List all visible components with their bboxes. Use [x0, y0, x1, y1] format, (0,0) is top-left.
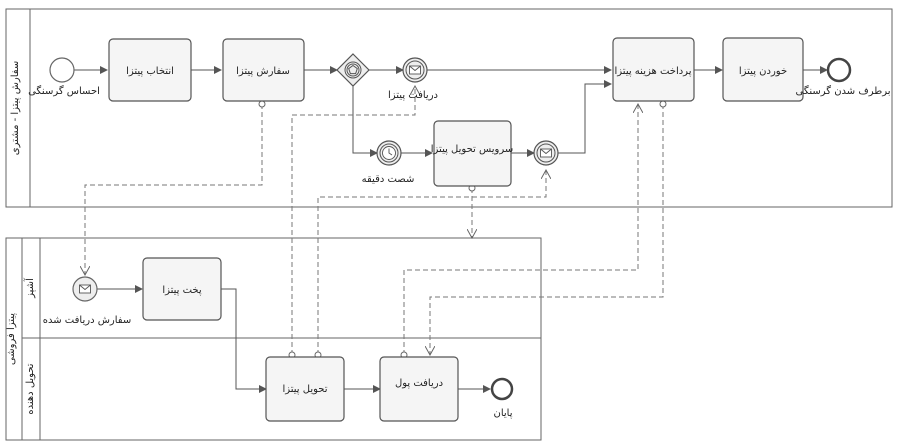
task-eat-pizza: خوردن پیتزا [722, 37, 804, 102]
task-bake-pizza: پخت پیتزا [142, 257, 222, 321]
timer-event-sixty-minutes: شصت دقیقه [362, 140, 415, 185]
msg-pay-to-receive-money [430, 104, 663, 355]
end-event-finish: پایان [490, 377, 514, 419]
pizzeria-pool-label: پیتزا فروشی [6, 313, 17, 365]
start-event-hungry: احساس گرسنگی [28, 57, 100, 97]
envelope-icon [540, 148, 552, 158]
task-pay-pizza: پرداخت هزینه پیتزا [612, 37, 695, 102]
intermediate-event-receive-pizza-label: دریافت پیتزا [388, 90, 438, 101]
start-event-hungry-label: احساس گرسنگی [28, 85, 100, 97]
start-event-order-received: سفارش دریافت شده [43, 276, 131, 326]
pentagon-icon [348, 64, 358, 75]
lane-delivery-label: تحویل دهنده [25, 363, 36, 414]
task-choose-pizza-label: انتخاب پیتزا [126, 66, 174, 77]
envelope-icon [409, 65, 421, 75]
intermediate-event-service-msg [533, 140, 559, 166]
task-pay-pizza-label: پرداخت هزینه پیتزا [615, 66, 692, 77]
task-deliver-pizza-label: تحویل پیتزا [282, 384, 327, 395]
task-order-pizza: سفارش پیتزا [222, 38, 305, 102]
gateway-event-based [336, 53, 370, 87]
message-flows [85, 86, 663, 355]
lane-chef-label: آشپز [23, 277, 36, 299]
customer-pool-label: سفارش پیتزا - مشتری [10, 61, 21, 155]
end-event-finish-label: پایان [493, 408, 512, 419]
task-delivery-service-label: سرویس تحویل پیتزا [431, 144, 514, 155]
task-deliver-pizza: تحویل پیتزا [265, 356, 345, 422]
start-event-order-received-label: سفارش دریافت شده [43, 315, 131, 326]
task-delivery-service: سرویس تحویل پیتزا [431, 120, 514, 187]
timer-event-sixty-minutes-label: شصت دقیقه [362, 174, 415, 185]
msg-order-to-chef [85, 104, 262, 275]
envelope-icon [79, 284, 91, 294]
task-choose-pizza: انتخاب پیتزا [108, 38, 192, 102]
flow-bake-to-deliver [221, 288, 267, 393]
task-order-pizza-label: سفارش پیتزا [236, 66, 290, 77]
clock-icon [382, 146, 396, 160]
end-event-satisfied: برطرف شدن گرسنگی [795, 57, 891, 97]
task-receive-money: دریافت پول [379, 356, 459, 422]
end-event-satisfied-label: برطرف شدن گرسنگی [795, 85, 890, 97]
task-eat-pizza-label: خوردن پیتزا [739, 66, 787, 77]
task-receive-money-label: دریافت پول [395, 378, 443, 389]
intermediate-event-receive-pizza: دریافت پیتزا [388, 57, 438, 101]
msg-deliver-to-receive-pizza [292, 86, 415, 355]
task-bake-pizza-label: پخت پیتزا [162, 285, 202, 296]
